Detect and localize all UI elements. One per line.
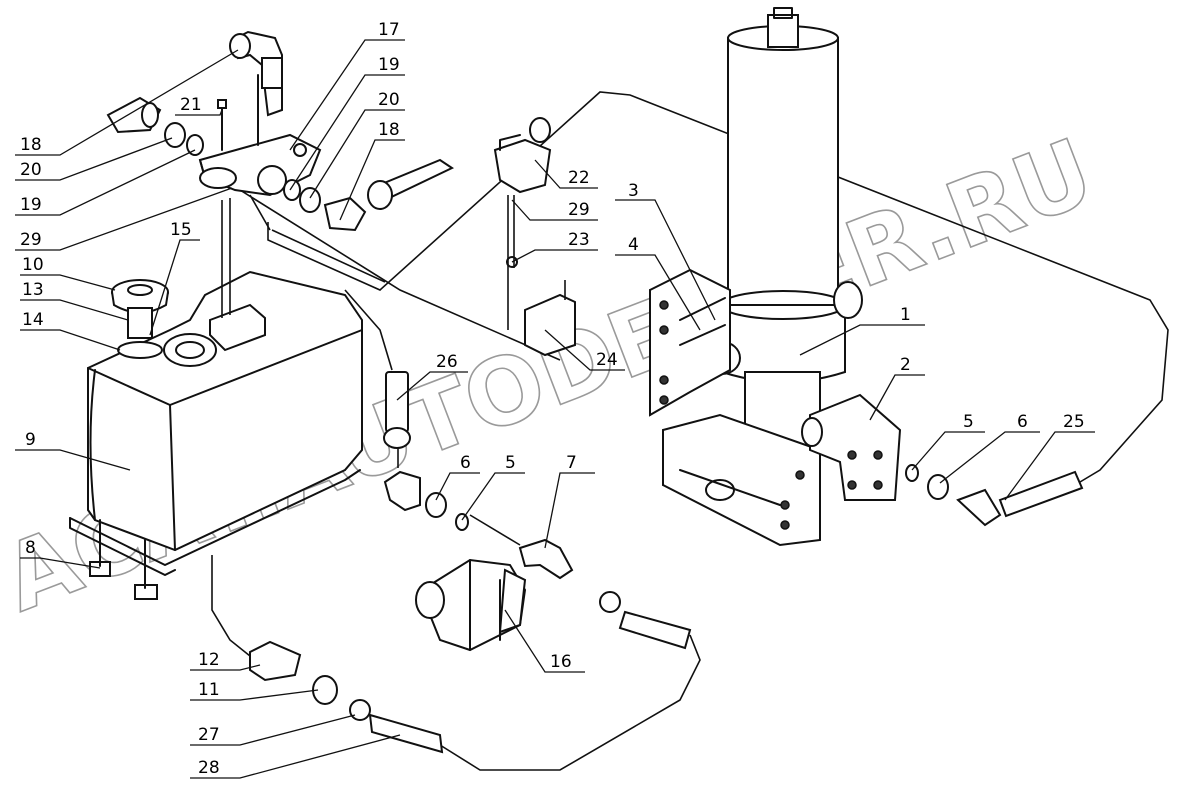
suction-elbow — [518, 538, 692, 650]
callout-27: 27 — [198, 725, 220, 745]
callout-24: 24 — [596, 350, 618, 370]
callout-1: 1 — [900, 305, 911, 325]
pump-outlet-fittings — [383, 470, 469, 531]
filler-breather — [111, 279, 169, 359]
callout-29-right: 29 — [568, 200, 590, 220]
callout-5-right: 5 — [963, 412, 974, 432]
callout-16: 16 — [550, 652, 572, 672]
callout-9: 9 — [25, 430, 36, 450]
callout-26: 26 — [436, 352, 458, 372]
gear-pump — [415, 558, 527, 652]
callout-labels: 1 2 3 4 5 6 7 8 9 10 11 12 13 14 15 16 1… — [20, 20, 1085, 778]
callout-23: 23 — [568, 230, 590, 250]
cylinder-inlet-fittings — [905, 464, 1084, 527]
lower-bracket — [801, 393, 902, 501]
callout-11: 11 — [198, 680, 220, 700]
callout-6-right: 6 — [1017, 412, 1028, 432]
callout-20-right: 20 — [378, 90, 400, 110]
callout-29-left: 29 — [20, 230, 42, 250]
callout-8: 8 — [25, 538, 36, 558]
callout-17: 17 — [378, 20, 400, 40]
oil-tank — [69, 270, 363, 600]
air-control-valve — [493, 117, 576, 357]
callout-3: 3 — [628, 181, 639, 201]
callout-4: 4 — [628, 235, 639, 255]
callout-20-left: 20 — [20, 160, 42, 180]
callout-22: 22 — [568, 168, 590, 188]
upper-bracket — [649, 268, 731, 417]
callout-28: 28 — [198, 758, 220, 778]
level-sensor — [163, 198, 266, 367]
callout-6-left: 6 — [460, 453, 471, 473]
return-hose — [383, 371, 411, 449]
tipping-cylinder — [703, 7, 863, 463]
callout-15: 15 — [170, 220, 192, 240]
callout-18-left: 18 — [20, 135, 42, 155]
pipework — [211, 91, 1169, 771]
callout-5-left: 5 — [505, 453, 516, 473]
callout-7: 7 — [566, 453, 577, 473]
valve-fittings-left — [106, 30, 283, 156]
callout-19-right: 19 — [378, 55, 400, 75]
callout-19-left: 19 — [20, 195, 42, 215]
callout-21: 21 — [180, 95, 202, 115]
suction-fittings — [249, 640, 444, 754]
callout-25: 25 — [1063, 412, 1085, 432]
lower-mount-frame — [662, 413, 821, 547]
callout-12: 12 — [198, 650, 220, 670]
valve-fittings-right — [283, 158, 455, 232]
control-valve — [198, 74, 322, 197]
callout-13: 13 — [22, 280, 44, 300]
callout-18-right: 18 — [378, 120, 400, 140]
callout-2: 2 — [900, 355, 911, 375]
callout-10: 10 — [22, 255, 44, 275]
callout-14: 14 — [22, 310, 44, 330]
callout-leaders — [15, 39, 1095, 779]
